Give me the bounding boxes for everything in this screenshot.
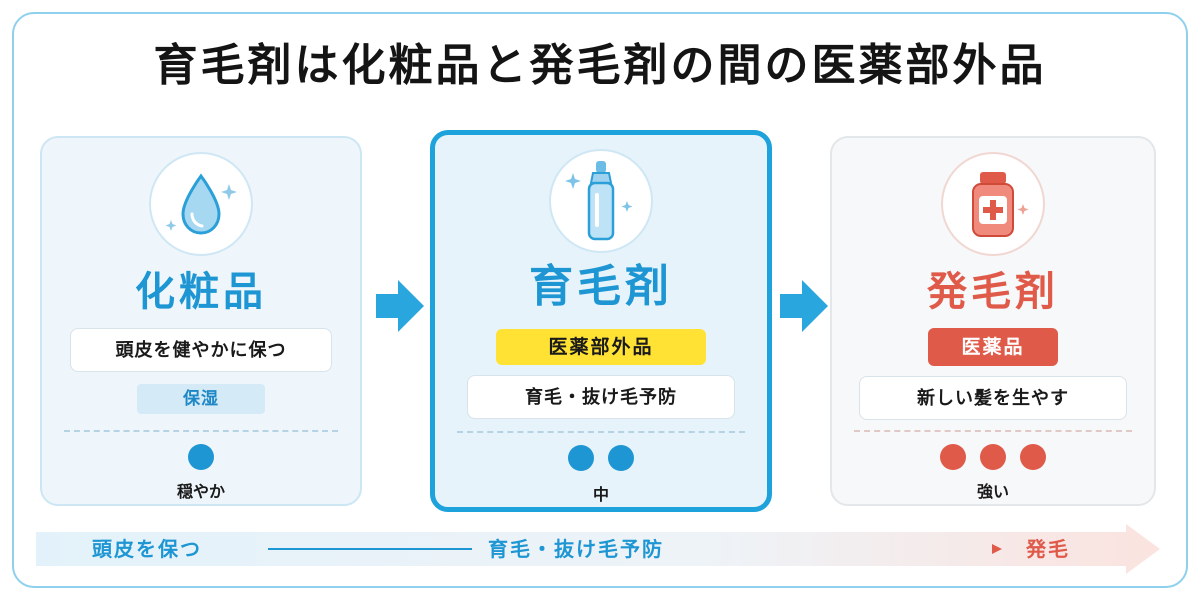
card-name: 育毛剤 [529, 261, 673, 312]
strength-dot [940, 444, 966, 470]
card-description: 頭皮を健やかに保つ [70, 328, 332, 372]
scale-label-middle: 育毛・抜け毛予防 [488, 537, 664, 561]
water-drop-icon [149, 152, 253, 256]
divider [64, 430, 338, 432]
strength-label: 穏やか [176, 482, 225, 501]
category-badge: 医薬部外品 [496, 329, 706, 365]
strength-dot [568, 445, 594, 471]
arrow-right-icon [778, 276, 830, 336]
scale-label-right: 発毛 [1026, 537, 1070, 561]
strength-label: 中 [592, 485, 609, 504]
divider [457, 431, 745, 433]
strength-dot [188, 444, 214, 470]
divider [854, 430, 1132, 432]
card-description: 育毛・抜け毛予防 [467, 375, 735, 419]
bottle-icon [549, 149, 653, 253]
medicine-bottle-icon [941, 152, 1045, 256]
card-description: 新しい髪を生やす [859, 376, 1127, 420]
title-area: 育毛剤は化粧品と発毛剤の間の医薬部外品 [0, 36, 1200, 96]
card-hair-growth: 発毛剤 医薬品 新しい髪を生やす 強い [830, 136, 1156, 506]
arrow-right-icon [374, 276, 426, 336]
card-sub-label: 保湿 [137, 384, 265, 414]
strength-label: 強い [976, 482, 1009, 501]
card-name: 発毛剤 [927, 269, 1059, 315]
strength-dot [608, 445, 634, 471]
card-hair-tonic: 育毛剤 医薬部外品 育毛・抜け毛予防 中 [430, 130, 772, 512]
category-badge: 医薬品 [928, 328, 1058, 366]
strength-dots [832, 444, 1154, 470]
bottom-scale-arrow: 頭皮を保つ 育毛・抜け毛予防 発毛 [36, 524, 1160, 574]
strength-dot [1020, 444, 1046, 470]
strength-dot [980, 444, 1006, 470]
card-name: 化粧品 [135, 269, 267, 315]
strength-dots [42, 444, 360, 470]
card-cosmetics: 化粧品 頭皮を健やかに保つ 保湿 穏やか [40, 136, 362, 506]
scale-label-left: 頭皮を保つ [92, 537, 202, 561]
strength-dots [435, 445, 767, 471]
page-title: 育毛剤は化粧品と発毛剤の間の医薬部外品 [147, 36, 1053, 96]
